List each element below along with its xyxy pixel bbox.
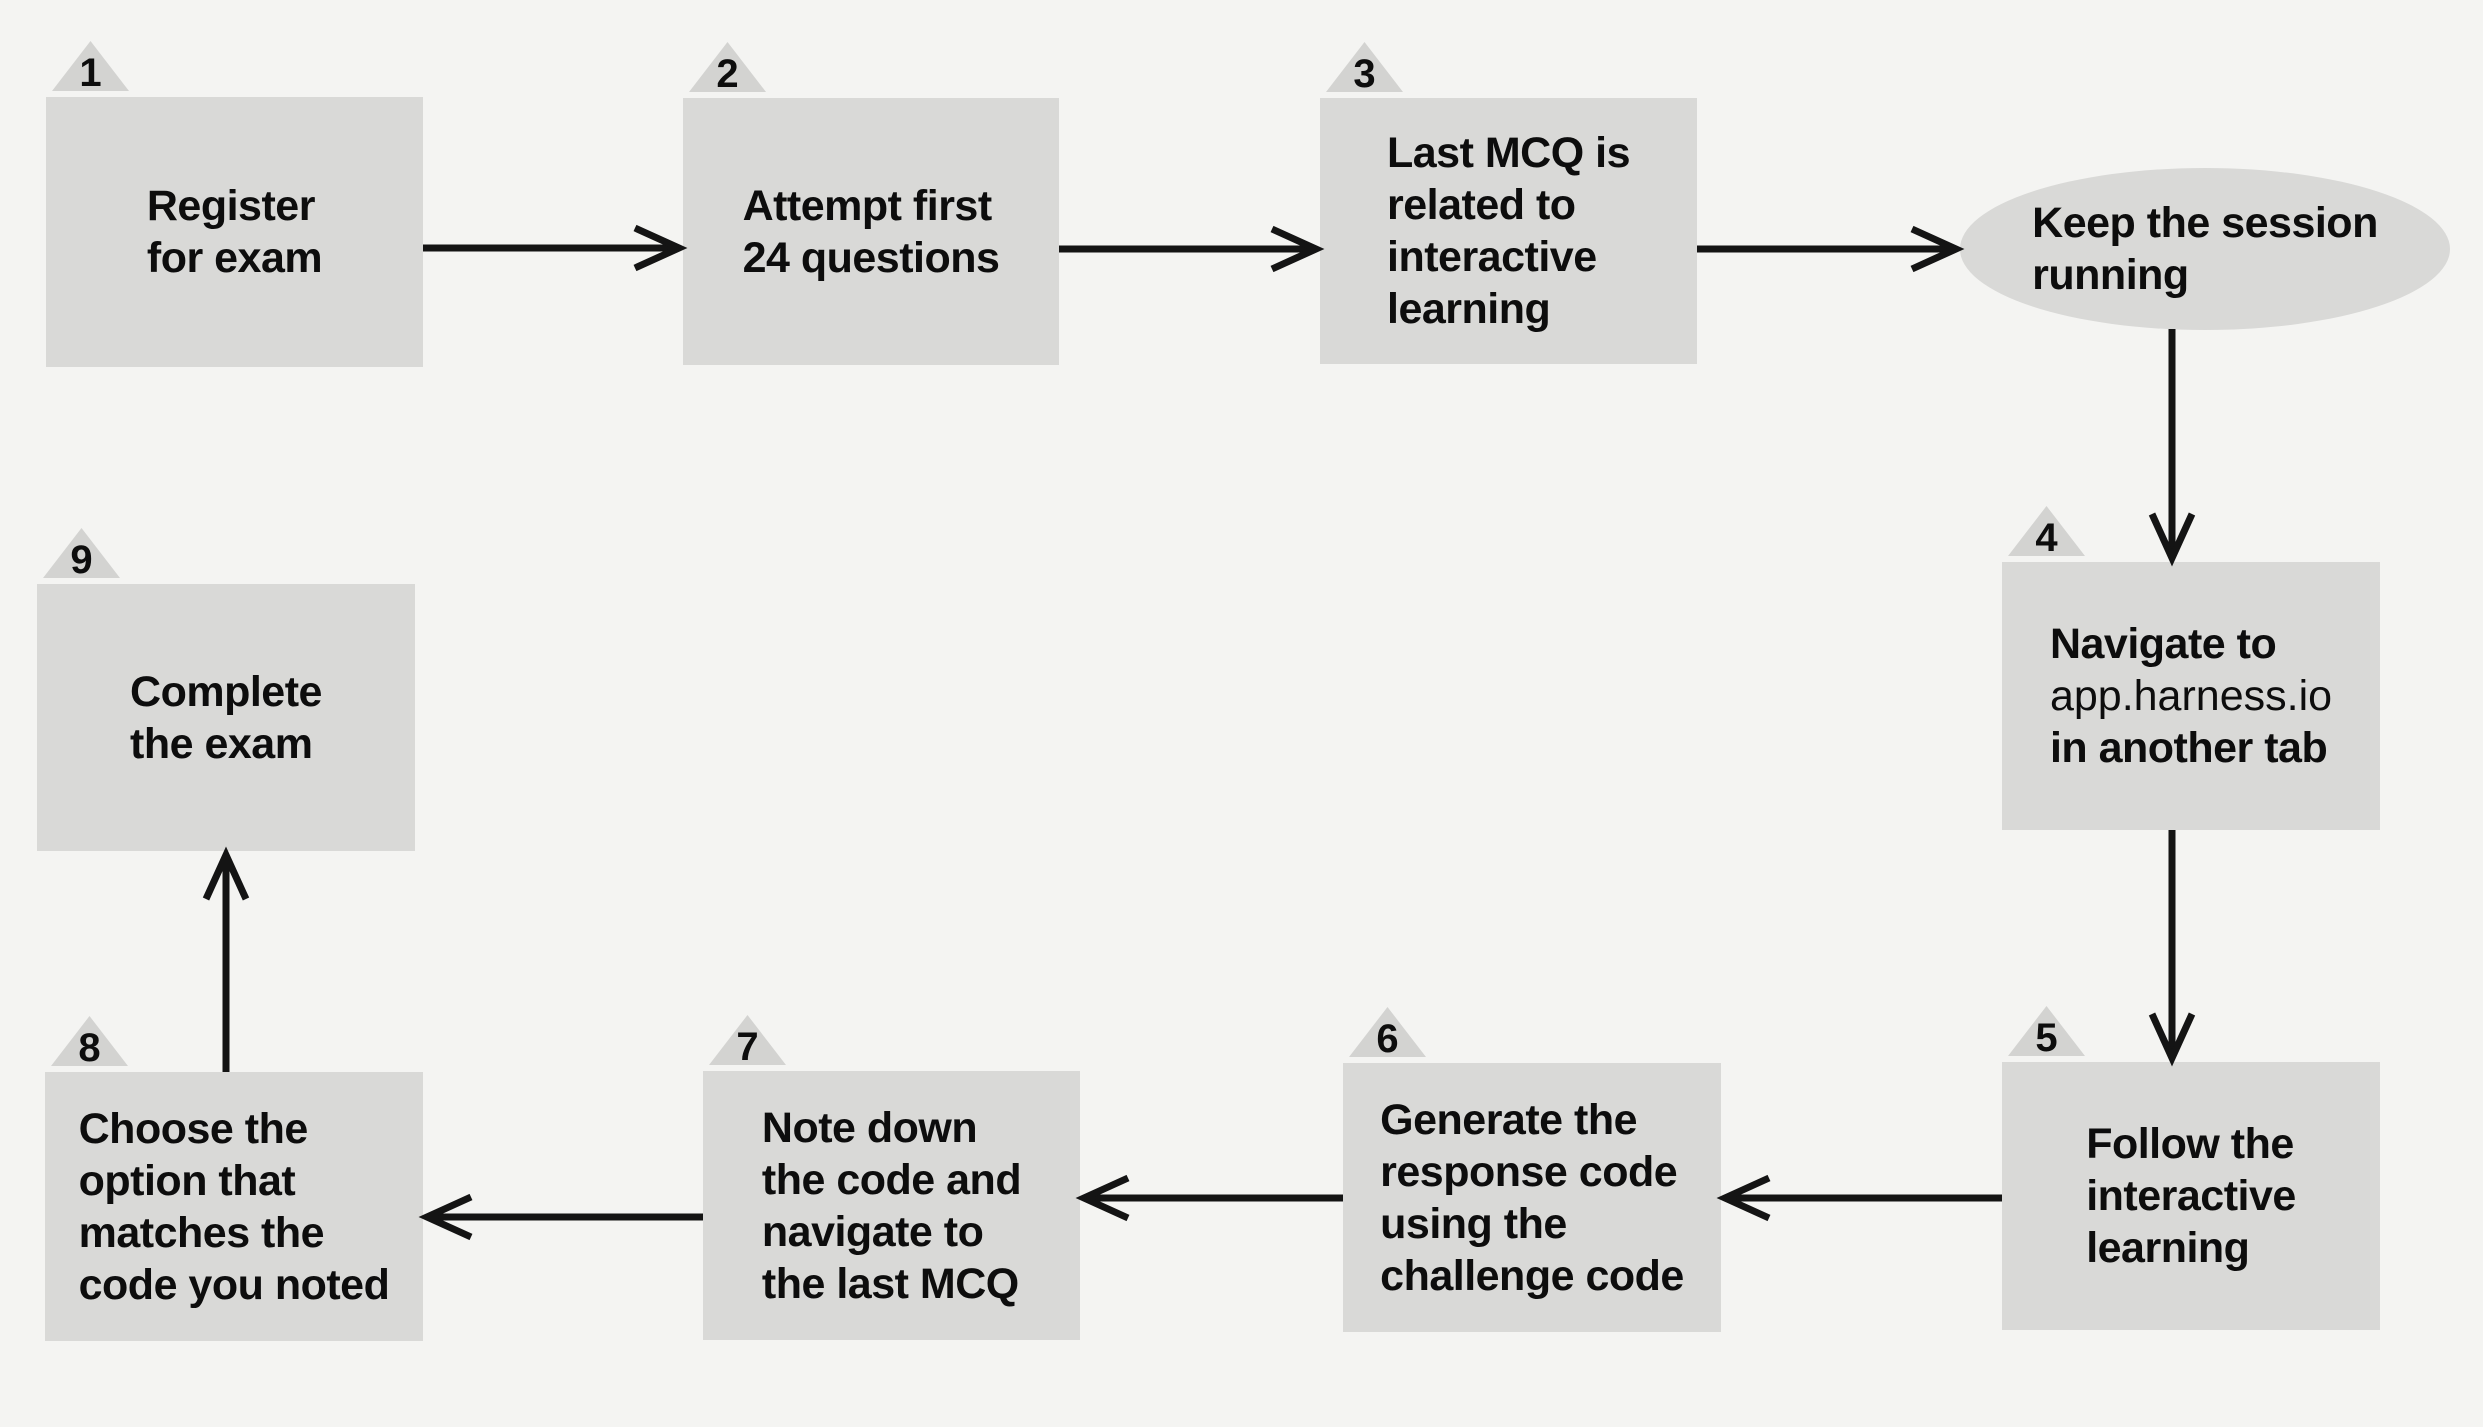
step-number: 8 <box>78 1026 101 1070</box>
step-label-line: matches the <box>78 1208 325 1257</box>
step-number-marker: 6 <box>1349 1007 1426 1057</box>
step-label-line: running <box>2032 251 2189 299</box>
step-number-marker: 9 <box>43 528 120 578</box>
step-label-line: the exam <box>130 719 313 768</box>
step-label-line: Keep the session <box>2032 199 2378 247</box>
step-label-line: the last MCQ <box>761 1259 1019 1308</box>
step-label-line: in another tab <box>2049 724 2328 772</box>
step-number-marker: 8 <box>51 1016 128 1066</box>
connector-arrow-6-to-7 <box>1075 1174 1343 1222</box>
step-number-marker: 4 <box>2008 506 2085 556</box>
step-number: 5 <box>2035 1016 2058 1060</box>
step-number-marker: 7 <box>709 1015 786 1065</box>
step-label-line: related to <box>1387 181 1576 229</box>
step-label-line: Last MCQ is <box>1387 129 1631 177</box>
step-label-line: navigate to <box>761 1207 984 1256</box>
connector-arrow-3-to-keep-session-running <box>1697 225 1965 273</box>
connector-arrow-1-to-2 <box>423 224 688 272</box>
connector-arrow-4-to-5 <box>2148 830 2196 1067</box>
step-number-marker: 3 <box>1326 42 1403 92</box>
step-number: 2 <box>716 52 739 96</box>
arrowhead <box>1910 225 1965 273</box>
step-label-line: interactive <box>2086 1172 2296 1220</box>
arrowhead <box>418 1193 473 1241</box>
arrowhead <box>1716 1174 1771 1222</box>
connector-arrow-7-to-8 <box>418 1193 703 1241</box>
step-label-line: code you noted <box>78 1260 390 1309</box>
step-label-line: app.harness.io <box>2049 672 2333 720</box>
arrowhead <box>1075 1174 1130 1222</box>
arrowhead <box>2148 512 2196 567</box>
step-label-line: for exam <box>146 234 323 282</box>
step-number: 1 <box>79 51 102 95</box>
step-number: 7 <box>736 1025 759 1069</box>
step-number-marker: 5 <box>2008 1006 2085 1056</box>
step-label-line: interactive <box>1387 233 1597 281</box>
step-label-line: the code and <box>761 1155 1022 1204</box>
step-number-marker: 2 <box>689 42 766 92</box>
step-label-line: Follow the <box>2086 1120 2294 1168</box>
step-label-line: challenge code <box>1380 1251 1684 1300</box>
arrowhead <box>1270 225 1325 273</box>
step-number: 4 <box>2035 516 2058 560</box>
arrowhead <box>202 846 250 901</box>
step-label-line: using the <box>1380 1199 1567 1248</box>
step-number: 6 <box>1376 1017 1399 1061</box>
arrowhead <box>633 224 688 272</box>
connector-arrow-8-to-9 <box>202 846 250 1072</box>
step-label-line: Complete <box>130 667 322 716</box>
step-label-line: Generate the <box>1380 1095 1638 1144</box>
step-label-line: response code <box>1380 1147 1678 1196</box>
step-label-line: Choose the <box>78 1104 309 1153</box>
connector-arrow-2-to-3 <box>1059 225 1325 273</box>
step-label-line: 24 questions <box>742 233 1000 282</box>
step-number: 3 <box>1353 52 1376 96</box>
step-label-line: learning <box>2086 1224 2250 1272</box>
connector-arrow-keep-session-running-to-4 <box>2148 329 2196 567</box>
step-number: 9 <box>70 538 93 582</box>
step-label-line: learning <box>1387 285 1551 333</box>
step-label-line: option that <box>78 1156 296 1205</box>
arrowhead <box>2148 1012 2196 1067</box>
connector-arrow-5-to-6 <box>1716 1174 2002 1222</box>
step-label-line: Navigate to <box>2049 620 2277 668</box>
step-label-line: Attempt first <box>742 181 993 230</box>
step-label-line: Note down <box>761 1103 978 1152</box>
step-number-marker: 1 <box>52 41 129 91</box>
step-label-line: Register <box>146 182 316 230</box>
